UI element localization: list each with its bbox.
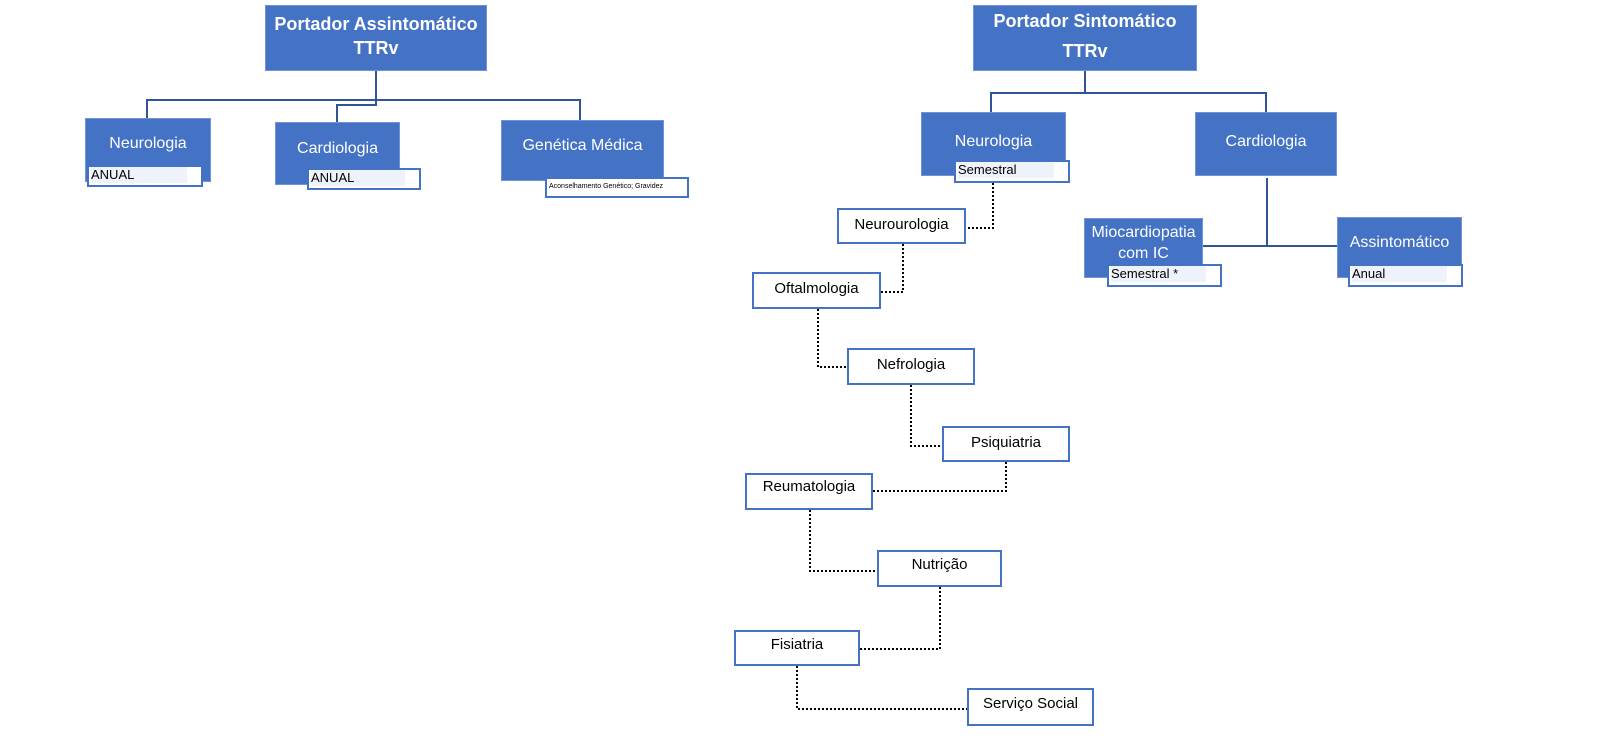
node-genetica-medica: Genética Médica [501,120,664,181]
frequency-tag: Semestral * [1107,264,1222,287]
node-oftalmologia: Oftalmologia [752,272,881,309]
left-tree-connector [146,71,581,122]
node-reumatologia: Reumatologia [745,473,873,510]
dotted-link [873,462,1007,492]
node-fisiatria: Fisiatria [734,630,860,666]
root-subtitle: TTRv [1062,41,1108,61]
node-cardiologia-right: Cardiologia [1195,112,1337,176]
note-text: Aconselhamento Genético; Gravidez [549,179,673,194]
root-title: Portador Sintomático [993,11,1177,31]
frequency-text: ANUAL [311,170,405,186]
node-label: Cardiologia [297,140,378,157]
dotted-link [910,385,942,447]
node-label: Cardiologia [1225,133,1307,150]
dotted-link [860,587,941,650]
frequency-text: Anual [1352,266,1447,282]
dotted-link [881,244,904,293]
dotted-link [796,666,967,710]
solid-connectors [146,71,1337,247]
node-label: Genética Médica [522,137,643,154]
frequency-text: ANUAL [91,167,187,183]
dotted-link [817,309,847,368]
note-tag: Aconselhamento Genético; Gravidez [545,177,689,198]
node-nutricao: Nutrição [877,550,1002,587]
cardiologia-connector [1203,178,1337,247]
node-servico-social: Serviço Social [967,688,1094,726]
right-root-connector [990,71,1267,112]
node-nefrologia: Nefrologia [847,348,975,385]
node-label: Assintomático [1349,234,1450,251]
frequency-tag: ANUAL [87,165,203,187]
frequency-tag: Semestral [954,160,1070,183]
node-psiquiatria: Psiquiatria [942,426,1070,462]
dotted-connectors [796,183,1007,710]
node-label: com IC [1118,245,1169,262]
node-label: Miocardiopatia [1091,224,1196,241]
root-title: Portador Assintomático [274,14,478,34]
node-label: Neurologia [954,133,1033,150]
frequency-tag: Anual [1348,264,1463,287]
root-subtitle: TTRv [353,38,399,58]
node-label: Neurologia [109,134,187,152]
dotted-link [809,510,877,572]
dotted-link [966,183,994,229]
frequency-tag: ANUAL [307,168,421,190]
node-neurourologia: Neurourologia [837,208,966,244]
frequency-text: Semestral * [1111,266,1206,282]
frequency-text: Semestral [958,162,1054,178]
